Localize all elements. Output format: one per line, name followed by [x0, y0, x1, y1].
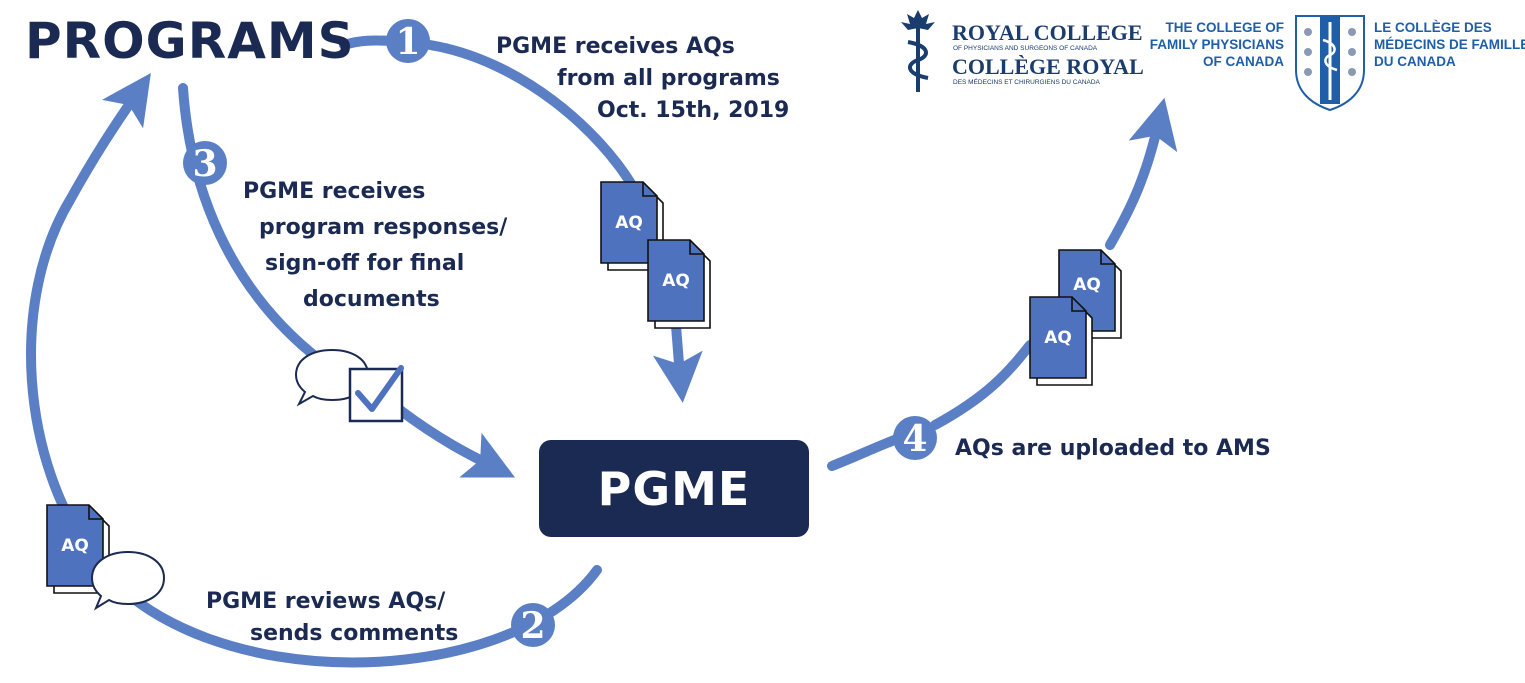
arrow-step-4-mid — [930, 340, 1035, 430]
step-3-line-4: documents — [303, 287, 440, 312]
cfpc-logo: THE COLLEGE OF FAMILY PHYSICIANS OF CANA… — [1150, 15, 1525, 112]
document-icon: AQ — [1058, 249, 1122, 339]
step-1-line-2: from all programs — [557, 66, 780, 91]
arrows — [26, 35, 1178, 668]
step-4-text: AQs are uploaded to AMS — [955, 436, 1271, 461]
step-1-text: PGME receives AQs from all programs Oct.… — [496, 34, 789, 123]
step-3-text: PGME receives program responses/ sign-of… — [243, 179, 508, 312]
maple-leaf-icon — [901, 10, 935, 30]
step-3-line-2: program responses/ — [259, 215, 508, 240]
step-badge-3: 3 — [183, 141, 227, 185]
royal-college-line-2: OF PHYSICIANS AND SURGEONS OF CANADA — [953, 45, 1098, 52]
svg-text:AQ: AQ — [662, 271, 690, 291]
step-number-4: 4 — [902, 418, 927, 460]
cfpc-fr-line-3: DU CANADA — [1374, 54, 1456, 69]
svg-text:AQ: AQ — [615, 213, 643, 233]
step-2-text: PGME reviews AQs/ sends comments — [206, 589, 458, 646]
step-2-line-1: PGME reviews AQs/ — [206, 589, 446, 614]
document-icon: AQ — [647, 239, 711, 329]
document-icon: AQ — [600, 181, 664, 271]
step-badge-4: 4 — [893, 416, 937, 460]
svg-text:AQ: AQ — [1073, 275, 1101, 295]
arrow-step-1-tail — [652, 321, 703, 403]
programs-label: PROGRAMS — [25, 12, 355, 70]
step-badge-1: 1 — [386, 19, 430, 63]
pgme-box — [539, 440, 809, 537]
cfpc-en-line-3: OF CANADA — [1203, 54, 1284, 69]
step-1-line-3: Oct. 15th, 2019 — [597, 98, 789, 123]
step-number-3: 3 — [192, 143, 217, 185]
document-icon: AQ — [46, 504, 110, 594]
step-number-1: 1 — [395, 21, 420, 63]
arrow-step-3 — [178, 83, 325, 365]
royal-college-line-4: DES MÉDECINS ET CHIRURGIENS DU CANADA — [953, 77, 1101, 86]
svg-text:AQ: AQ — [1044, 328, 1072, 348]
checkbox-icon — [348, 365, 404, 423]
arrow-step-1 — [425, 40, 640, 195]
arrow-step-4-tail — [1105, 97, 1178, 250]
arrow-step-3-tail — [395, 405, 516, 478]
svg-text:AQ: AQ — [61, 536, 89, 556]
step-3-line-1: PGME receives — [243, 179, 425, 204]
document-icon: AQ — [1029, 296, 1093, 386]
caduceus-icon — [901, 10, 935, 92]
speech-bubble-icon — [90, 550, 166, 611]
step-number-2: 2 — [520, 605, 545, 647]
cfpc-en-line-2: FAMILY PHYSICIANS — [1150, 37, 1284, 52]
royal-college-logo: ROYAL COLLEGE OF PHYSICIANS AND SURGEONS… — [901, 10, 1144, 92]
pgme-node: PGME — [539, 440, 809, 537]
shield-crest-icon — [1295, 15, 1365, 112]
royal-college-line-1: ROYAL COLLEGE — [952, 20, 1143, 45]
step-badge-2: 2 — [511, 603, 555, 647]
step-2-line-2: sends comments — [250, 621, 458, 646]
cfpc-en-line-1: THE COLLEGE OF — [1165, 20, 1284, 35]
cfpc-fr-line-2: MÉDECINS DE FAMILLE — [1374, 37, 1525, 52]
royal-college-line-3: COLLÈGE ROYAL — [952, 54, 1144, 79]
step-4-line-1: AQs are uploaded to AMS — [955, 436, 1271, 461]
pgme-label: PGME — [598, 462, 751, 516]
step-3-line-3: sign-off for final — [265, 251, 464, 276]
step-1-line-1: PGME receives AQs — [496, 34, 735, 59]
cfpc-fr-line-1: LE COLLÈGE DES — [1374, 20, 1492, 35]
